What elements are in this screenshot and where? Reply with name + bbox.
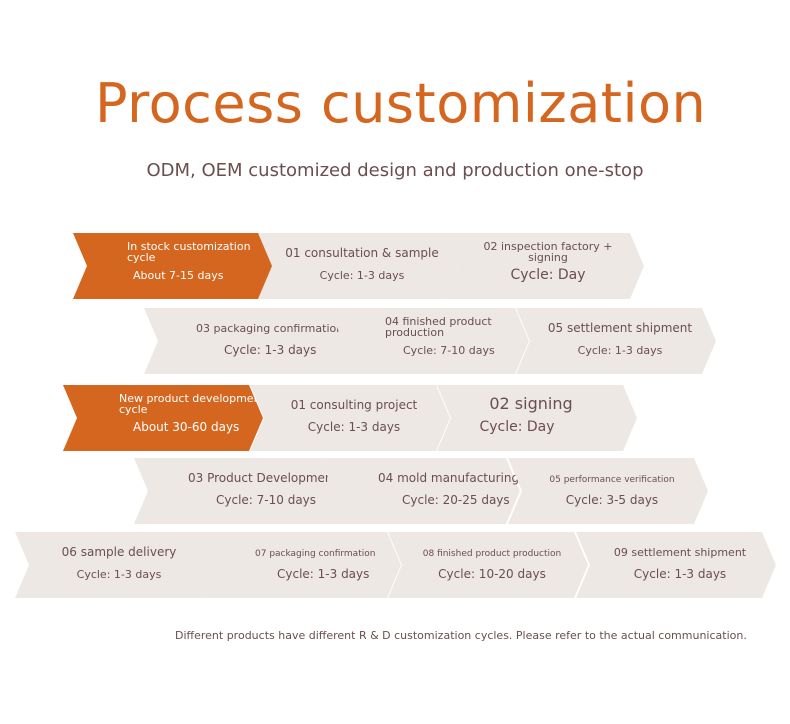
step-arrow bbox=[15, 532, 215, 598]
step-title: 06 sample delivery bbox=[62, 545, 177, 559]
step-title: 03 Product Development bbox=[188, 471, 338, 485]
step-arrow bbox=[250, 385, 450, 451]
step-arrow bbox=[134, 458, 334, 524]
step-cycle: About 30-60 days bbox=[133, 420, 239, 434]
step-cycle: Cycle: 3-5 days bbox=[566, 493, 658, 507]
step-arrow bbox=[144, 308, 344, 374]
step-title: 09 settlement shipment bbox=[614, 546, 747, 559]
step-title: 07 packaging confirmation bbox=[255, 549, 375, 559]
step-arrow bbox=[508, 458, 708, 524]
step-arrow bbox=[516, 308, 716, 374]
step-cycle: Cycle: 1-3 days bbox=[77, 568, 162, 581]
step-cycle: Cycle: 1-3 days bbox=[320, 269, 405, 282]
page-subtitle: ODM, OEM customized design and productio… bbox=[146, 160, 644, 181]
step-cycle: Cycle: 1-3 days bbox=[578, 344, 663, 357]
step-title: 01 consultation & sample bbox=[285, 246, 438, 260]
step-cycle: Cycle: 20-25 days bbox=[402, 493, 510, 507]
cycle-arrow-highlight bbox=[63, 385, 263, 451]
step-arrow bbox=[329, 308, 529, 374]
step-arrow bbox=[576, 532, 776, 598]
step-cycle: Cycle: 1-3 days bbox=[277, 567, 369, 581]
step-cycle: Cycle: 7-10 days bbox=[216, 493, 316, 507]
step-arrow bbox=[437, 385, 637, 451]
step-cycle: Cycle: 1-3 days bbox=[308, 420, 400, 434]
step-arrow bbox=[444, 233, 644, 299]
step-title: 02 inspection factory +signing bbox=[483, 240, 612, 264]
step-arrow bbox=[388, 532, 588, 598]
step-arrow bbox=[258, 233, 458, 299]
step-title: 01 consulting project bbox=[291, 398, 418, 412]
step-title: 04 mold manufacturing bbox=[378, 471, 519, 485]
step-cycle: Cycle: 10-20 days bbox=[438, 567, 546, 581]
step-cycle: Cycle: Day bbox=[510, 267, 585, 283]
step-title: 02 signing bbox=[489, 394, 572, 413]
cycle-arrow-highlight bbox=[73, 233, 273, 299]
step-arrow bbox=[320, 458, 520, 524]
step-cycle: Cycle: 1-3 days bbox=[634, 567, 726, 581]
footnote: Different products have different R & D … bbox=[175, 629, 747, 642]
step-cycle: Cycle: Day bbox=[479, 419, 554, 435]
step-cycle: Cycle: 7-10 days bbox=[403, 344, 495, 357]
step-title: 08 finished product production bbox=[423, 549, 562, 559]
step-arrow bbox=[201, 532, 401, 598]
page-title: Process customization bbox=[95, 72, 707, 135]
step-cycle: About 7-15 days bbox=[133, 269, 224, 282]
step-cycle: Cycle: 1-3 days bbox=[224, 343, 316, 357]
step-title: 05 settlement shipment bbox=[548, 321, 693, 335]
step-title: 05 performance verification bbox=[549, 475, 674, 485]
step-title: 03 packaging confirmation bbox=[196, 322, 343, 335]
